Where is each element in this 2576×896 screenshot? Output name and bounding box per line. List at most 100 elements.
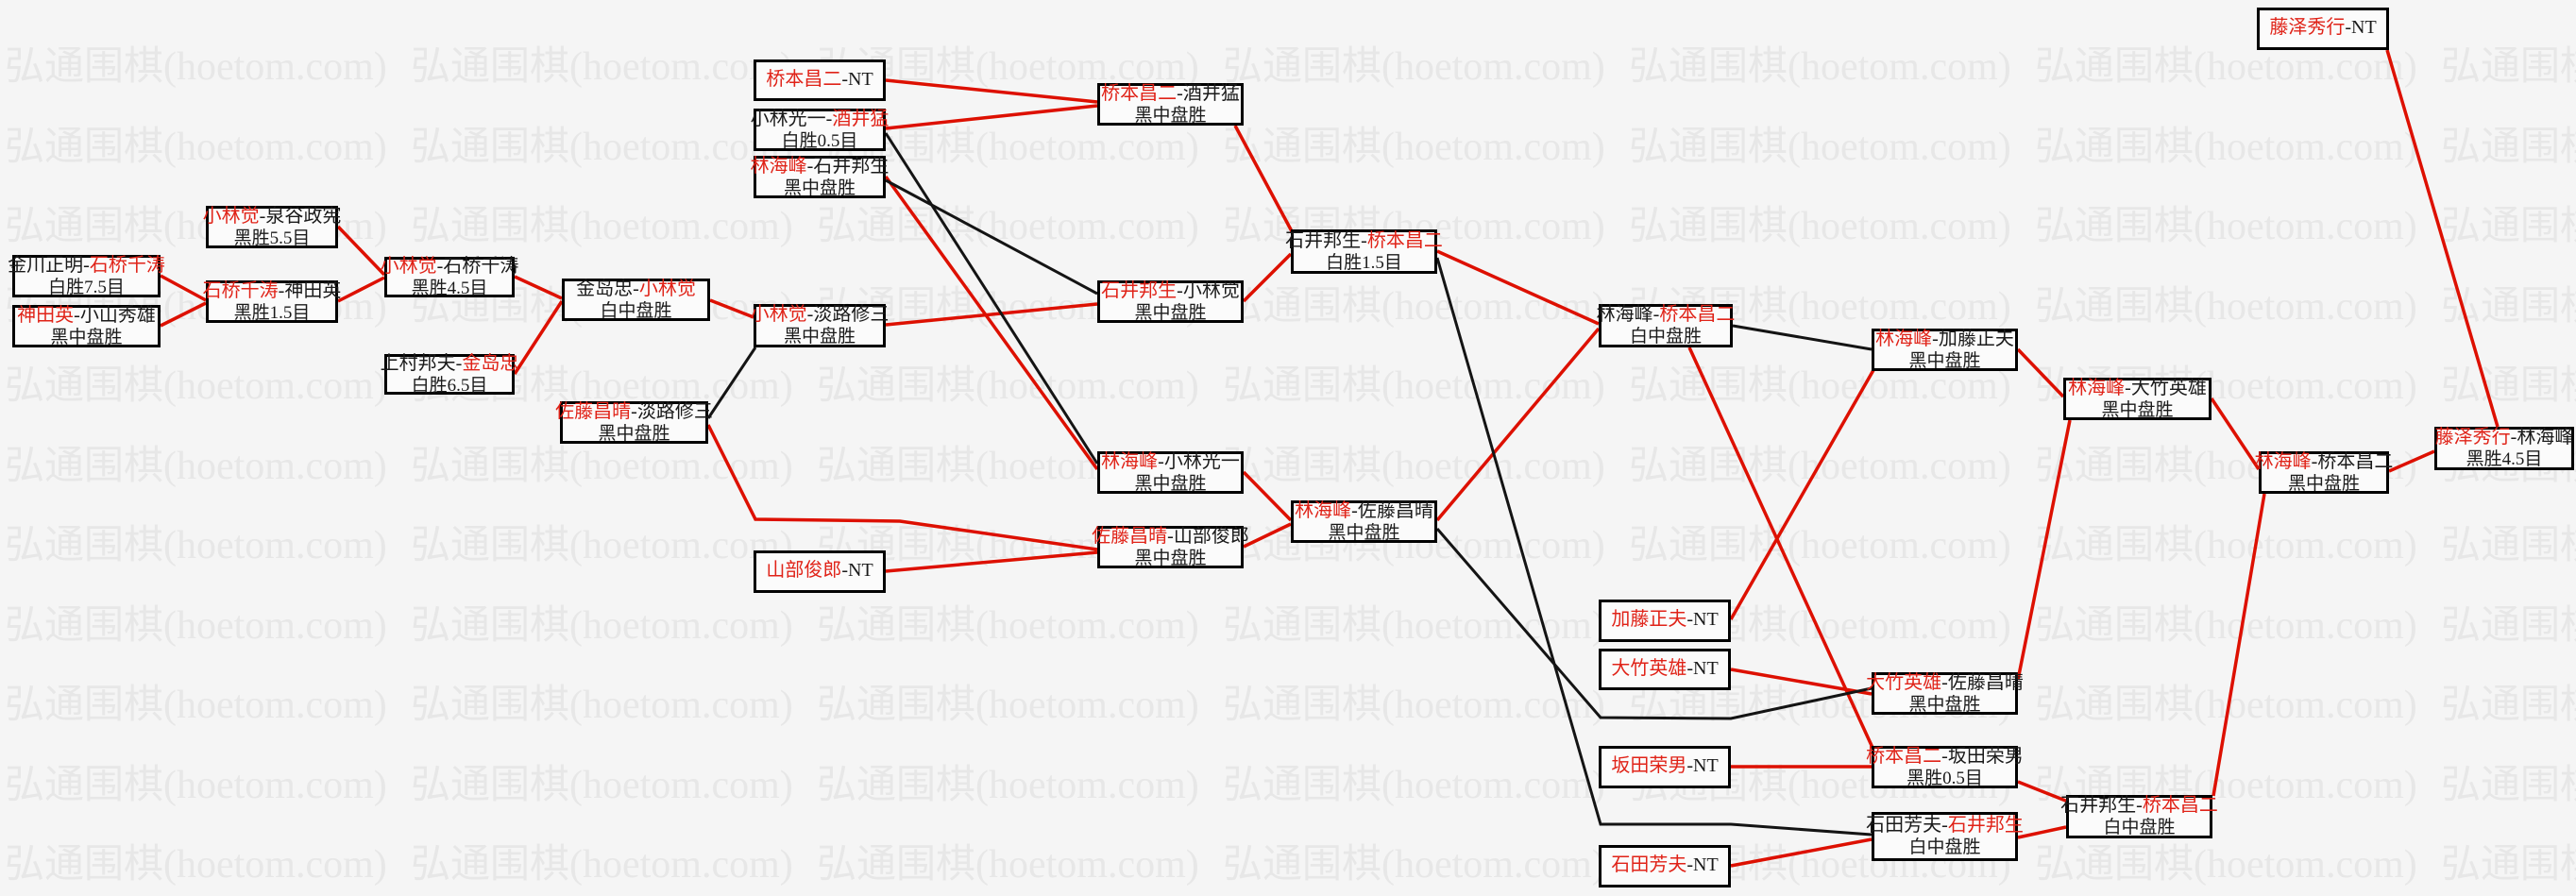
watermark-text: 弘通围棋(hoetom.com) — [5, 125, 387, 169]
match-result: 白中盘胜 — [2103, 818, 2176, 837]
vs-dash: - — [1158, 450, 1164, 472]
vs-dash: - — [1686, 755, 1693, 776]
match-box-hashimoto-sakai: 桥本昌二-酒井猛黑中盘胜 — [1097, 83, 1244, 126]
player-name: 坂田荣男 — [1947, 745, 2024, 767]
player-name: NT — [1693, 609, 1719, 630]
edge-winner-rin-ishii--rin-kobayashik — [884, 175, 1099, 471]
watermark-text: 弘通围棋(hoetom.com) — [817, 684, 1199, 727]
watermark-text: 弘通围棋(hoetom.com) — [411, 45, 793, 89]
watermark-text: 弘通围棋(hoetom.com) — [1223, 125, 1605, 169]
vs-dash: - — [2125, 377, 2131, 398]
watermark-text: 弘通围棋(hoetom.com) — [5, 763, 387, 807]
match-box-rin-kobayashik: 林海峰-小林光一黑中盘胜 — [1097, 451, 1244, 494]
watermark-text: 弘通围棋(hoetom.com) — [5, 444, 387, 488]
match-box-ishida-nt: 石田芳夫-NT — [1599, 845, 1731, 888]
match-box-ishii-hashimoto-1: 石井邦生-桥本昌二白胜1.5目 — [1285, 229, 1443, 274]
match-players: 林海峰-石井邦生 — [751, 156, 890, 178]
player-name: 上村邦夫 — [380, 352, 456, 374]
match-box-rin-sato: 林海峰-佐藤昌晴黑中盘胜 — [1291, 500, 1437, 543]
watermark-text: 弘通围棋(hoetom.com) — [1223, 763, 1605, 807]
edge-loser-rin-ishii--ishii-kobayashi — [885, 178, 1098, 296]
match-result: 黑中盘胜 — [1908, 350, 1981, 371]
vs-dash: - — [1177, 279, 1183, 301]
player-name: 林海峰 — [1596, 304, 1653, 325]
player-name: 石桥千涛 — [443, 255, 519, 277]
edge-winner-ishida-nt--ishida-ishii — [1730, 837, 1873, 868]
match-players: 桥本昌二-NT — [766, 69, 873, 91]
match-players: 小林觉-泉谷政宪 — [203, 206, 342, 228]
watermark-text: 弘通围棋(hoetom.com) — [817, 843, 1199, 887]
player-name: 小林觉 — [638, 278, 696, 299]
player-name: 淡路修三 — [636, 400, 713, 422]
match-players: 佐藤昌晴-淡路修三 — [555, 401, 713, 423]
player-name: 桥本昌二 — [1366, 229, 1443, 251]
edge-winner-ishii-hashimoto-2--rin-hashimoto-b — [2212, 493, 2266, 797]
edge-winner-rin-otake--rin-hashimoto-b — [2210, 397, 2261, 470]
player-name: 神田英 — [284, 279, 342, 301]
player-name: 林海峰 — [1295, 499, 1352, 521]
player-name: 加藤正夫 — [1938, 328, 2014, 349]
match-box-hashimoto-nt: 桥本昌二-NT — [754, 59, 886, 101]
vs-dash: - — [2345, 17, 2351, 38]
edge-winner-kobayashi-ishibashi--kanashima-kobayashi — [514, 275, 563, 300]
watermark-text: 弘通围棋(hoetom.com) — [1223, 843, 1605, 887]
player-name: 石田芳夫 — [1866, 815, 1942, 836]
match-result: 白胜6.5目 — [411, 375, 488, 396]
player-name: 小林觉 — [202, 205, 260, 227]
player-name: 小林觉 — [750, 304, 807, 325]
vs-dash: - — [1932, 328, 1939, 349]
match-players: 桥本昌二-酒井猛 — [1101, 83, 1240, 105]
match-players: 金岛忠-小林觉 — [576, 279, 696, 300]
match-result: 黑胜5.5目 — [233, 228, 311, 248]
watermark-text: 弘通围棋(hoetom.com) — [817, 364, 1199, 408]
player-name: 山部俊郎 — [766, 560, 842, 581]
edge-winner-sato-awaji--sato-yamabe — [706, 424, 1098, 551]
match-box-otake-nt: 大竹英雄-NT — [1599, 649, 1731, 690]
player-name: 林海峰 — [750, 155, 807, 177]
vs-dash: - — [633, 278, 639, 299]
match-result: 白中盘胜 — [600, 300, 672, 321]
vs-dash: - — [1361, 229, 1367, 251]
player-name: 佐藤昌晴 — [1947, 671, 2024, 693]
watermark-text: 弘通围棋(hoetom.com) — [2441, 45, 2576, 89]
edge-winner-ishibashi-kanda--kobayashi-ishibashi — [337, 276, 385, 303]
match-result: 黑中盘胜 — [2101, 399, 2174, 420]
watermark-text: 弘通围棋(hoetom.com) — [2035, 284, 2417, 329]
watermark-text: 弘通围棋(hoetom.com) — [1629, 524, 2011, 567]
watermark-text: 弘通围棋(hoetom.com) — [2441, 205, 2576, 248]
watermark-text: 弘通围棋(hoetom.com) — [411, 763, 793, 807]
match-players: 桥本昌二-坂田荣男 — [1866, 746, 2024, 768]
player-name: 大竹英雄 — [2130, 377, 2207, 398]
edge-winner-rin-hashimoto-b--fujisawa-rin — [2388, 449, 2435, 473]
match-players: 佐藤昌晴-山部俊郎 — [1092, 526, 1249, 548]
player-name: 藤泽秀行 — [2434, 427, 2511, 448]
player-name: 酒井猛 — [832, 108, 890, 129]
vs-dash: - — [74, 304, 80, 326]
watermark-text: 弘通围棋(hoetom.com) — [1629, 205, 2011, 248]
player-name: 小林光一 — [1163, 450, 1240, 472]
player-name: 林海峰 — [2517, 427, 2574, 448]
match-players: 石井邦生-桥本昌二 — [1285, 230, 1443, 252]
edge-winner-rin-kato--rin-otake — [2016, 347, 2065, 398]
watermark-text: 弘通围棋(hoetom.com) — [5, 524, 387, 567]
match-box-rin-ishii: 林海峰-石井邦生黑中盘胜 — [751, 156, 889, 198]
match-box-ishida-ishii: 石田芳夫-石井邦生白中盘胜 — [1866, 812, 2024, 861]
watermark-text: 弘通围棋(hoetom.com) — [2441, 524, 2576, 567]
match-players: 藤泽秀行-NT — [2269, 17, 2376, 39]
match-players: 林海峰-桥本昌二 — [2255, 451, 2394, 473]
match-box-kanda-koyama: 神田英-小山秀雄黑中盘胜 — [12, 305, 161, 347]
match-players: 金川正明-石桥千涛 — [8, 255, 165, 277]
player-name: 山部俊郎 — [1173, 525, 1249, 547]
vs-dash: - — [1941, 671, 1948, 693]
match-result: 黑中盘胜 — [783, 327, 856, 347]
player-name: 石井邦生 — [813, 155, 890, 177]
match-result: 黑中盘胜 — [50, 327, 123, 347]
watermark-text: 弘通围棋(hoetom.com) — [2035, 603, 2417, 648]
match-box-kanagawa-ishibashi: 金川正明-石桥千涛白胜7.5目 — [8, 255, 165, 297]
watermark-text: 弘通围棋(hoetom.com) — [411, 205, 793, 248]
match-players: 林海峰-加藤正夫 — [1875, 329, 2014, 350]
match-box-rin-hashimoto-w: 林海峰-桥本昌二白中盘胜 — [1596, 304, 1735, 347]
player-name: 石井邦生 — [1101, 279, 1178, 301]
edge-winner-kanashima-kobayashi--kobayashi-awaji — [709, 298, 754, 319]
player-name: NT — [1693, 658, 1719, 679]
